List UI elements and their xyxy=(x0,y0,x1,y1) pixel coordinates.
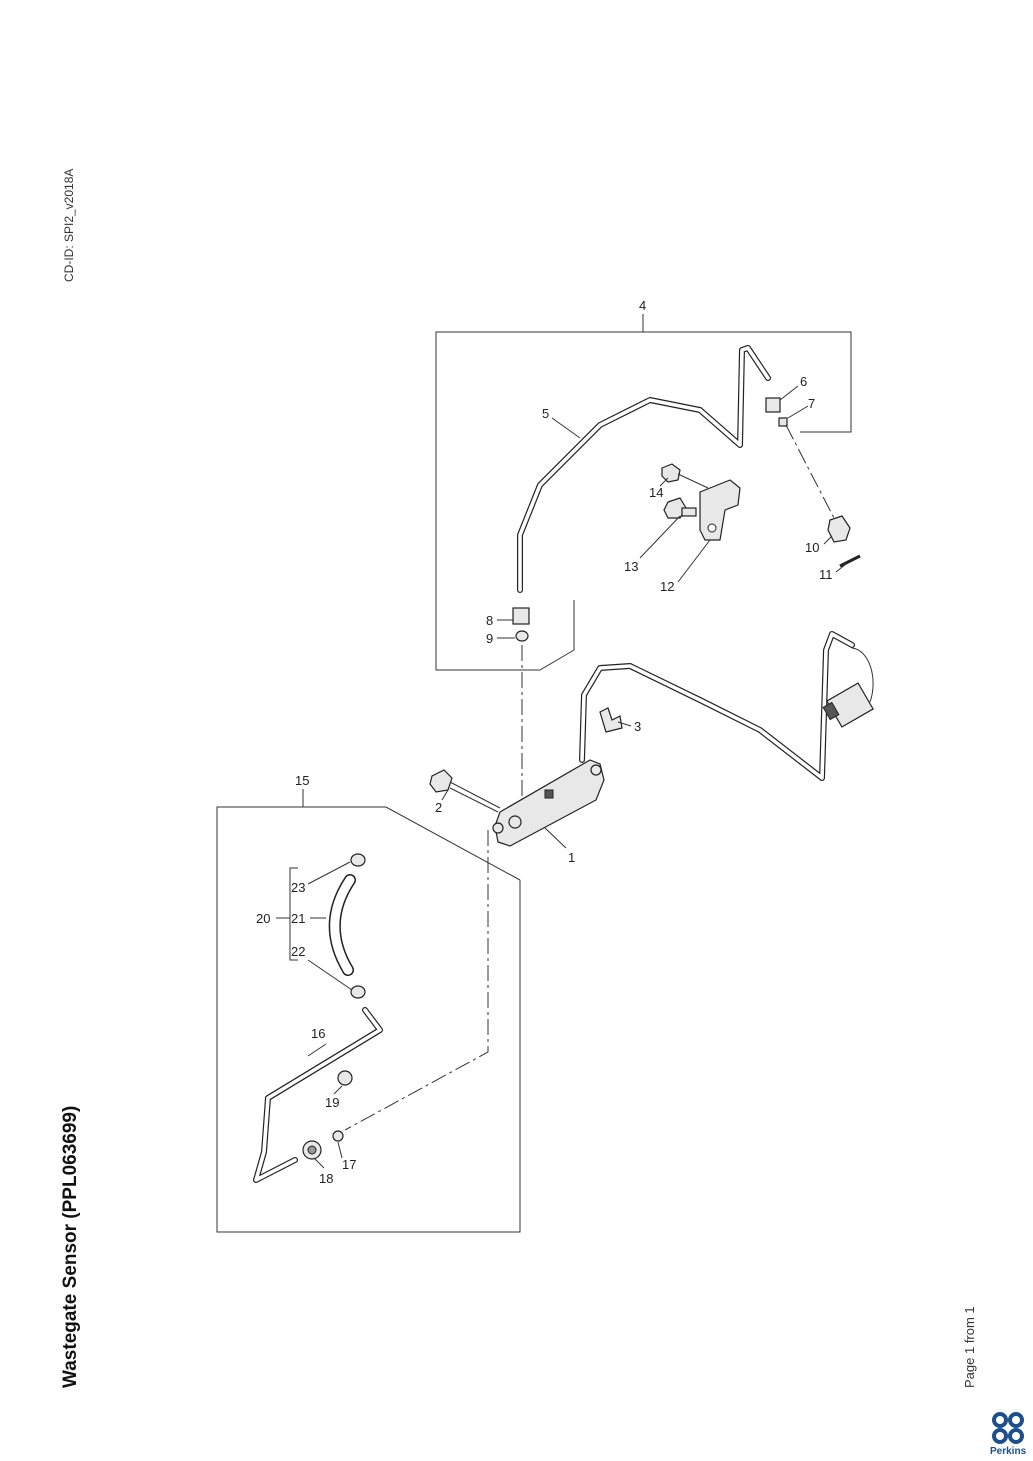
callout-3: 3 xyxy=(634,719,641,734)
callout-21: 21 xyxy=(291,911,305,926)
callout-19: 19 xyxy=(325,1095,339,1110)
callout-2: 2 xyxy=(435,800,442,815)
callout-7: 7 xyxy=(808,396,815,411)
callout-13: 13 xyxy=(624,559,638,574)
brand-name: Perkins xyxy=(990,1446,1027,1457)
callout-12: 12 xyxy=(660,579,674,594)
ferrule-9 xyxy=(515,630,529,642)
adapter-10 xyxy=(827,515,851,543)
fitting-8 xyxy=(512,607,530,625)
callout-bracket-20 xyxy=(276,867,298,961)
callout-17: 17 xyxy=(342,1157,356,1172)
assembly-centerlines xyxy=(344,424,835,1131)
nut-19 xyxy=(337,1070,353,1086)
ferrule-7 xyxy=(778,417,788,427)
group-4-frame xyxy=(435,314,852,671)
nut-6 xyxy=(765,397,781,413)
pipe-5 xyxy=(517,345,771,593)
group-15-frame xyxy=(216,789,521,1233)
callout-8: 8 xyxy=(486,613,493,628)
ferrule-17 xyxy=(332,1130,344,1142)
electrical-connector xyxy=(822,682,874,728)
callout-9: 9 xyxy=(486,631,493,646)
callout-20: 20 xyxy=(256,911,270,926)
nut-14 xyxy=(661,463,681,483)
leader-lines xyxy=(307,385,847,1169)
clamp-23 xyxy=(350,853,366,867)
clamp-22 xyxy=(350,985,366,999)
bracket-12 xyxy=(699,479,741,541)
pipe-16 xyxy=(253,1007,383,1183)
sensor-pipe xyxy=(579,631,874,781)
callout-23: 23 xyxy=(291,880,305,895)
bolt-13 xyxy=(663,497,697,519)
pin-11 xyxy=(839,554,861,568)
callout-10: 10 xyxy=(805,540,819,555)
callout-16: 16 xyxy=(311,1026,325,1041)
callout-15: 15 xyxy=(295,773,309,788)
wastegate-sensor-body xyxy=(492,759,605,847)
callout-22: 22 xyxy=(291,944,305,959)
fitting-18 xyxy=(302,1140,322,1160)
clip-3 xyxy=(599,707,623,733)
callout-11: 11 xyxy=(819,567,833,582)
hose-21 xyxy=(328,874,356,976)
callout-4: 4 xyxy=(639,298,646,313)
callout-5: 5 xyxy=(542,406,549,421)
callout-14: 14 xyxy=(649,485,663,500)
callout-18: 18 xyxy=(319,1171,333,1186)
callout-1: 1 xyxy=(568,850,575,865)
perkins-logo xyxy=(992,1412,1024,1444)
callout-6: 6 xyxy=(800,374,807,389)
